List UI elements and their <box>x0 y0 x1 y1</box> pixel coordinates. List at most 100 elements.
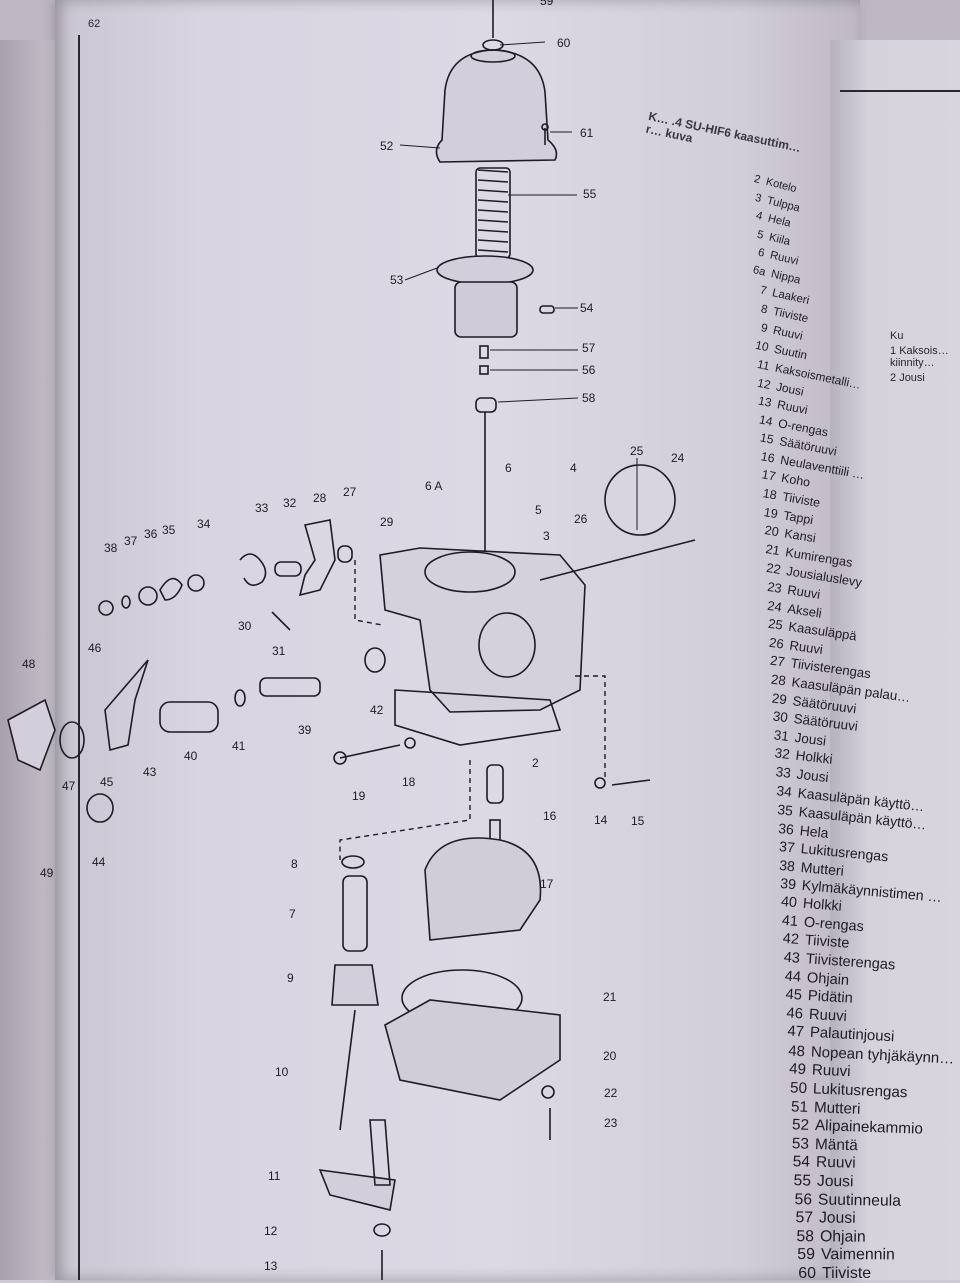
part-24-spindle <box>539 539 696 581</box>
part-52-rim <box>470 49 516 63</box>
callout-number: 12 <box>264 1224 278 1238</box>
part-34 <box>187 574 205 592</box>
venturi <box>478 612 536 678</box>
right-item-1: 1 Kaksois… kiinnity… <box>890 345 949 369</box>
part-53-piston-disc <box>436 255 534 285</box>
callout-number: 10 <box>275 1065 289 1079</box>
callout-number: 37 <box>124 534 138 548</box>
part-28 <box>298 519 336 597</box>
callout-number: 15 <box>631 814 645 828</box>
right-ku: Ku <box>890 330 904 342</box>
callout-number: 5 <box>535 503 542 517</box>
part-9 <box>331 964 379 1006</box>
callout-number: 60 <box>557 36 571 50</box>
body-top-bore <box>424 551 516 593</box>
part-12 <box>373 1223 391 1237</box>
part-53-piston-body <box>454 281 518 338</box>
callout-number: 36 <box>144 527 158 541</box>
part-30-screw <box>271 611 291 631</box>
part-17-float <box>424 837 542 941</box>
callout-number: 29 <box>380 515 394 529</box>
part-7 <box>342 875 368 952</box>
callout-number: 7 <box>289 907 296 921</box>
callout-number: 6 <box>505 461 512 475</box>
right-page <box>830 40 960 1280</box>
callout-number: 33 <box>255 501 269 515</box>
part-40 <box>159 701 219 733</box>
callout-number: 48 <box>22 657 36 671</box>
callout-number: 47 <box>62 779 76 793</box>
part-15 <box>611 779 651 786</box>
part-35 <box>159 577 183 601</box>
callout-number: 20 <box>603 1049 617 1063</box>
callout-number: 53 <box>390 273 404 287</box>
callout-number: 35 <box>162 523 176 537</box>
callout-number: 43 <box>143 765 157 779</box>
part-47 <box>59 721 85 759</box>
part-20-cover <box>384 999 561 1101</box>
part-11-bimetal <box>318 1169 396 1211</box>
part-55-spring <box>477 169 509 253</box>
callout-number: 28 <box>313 491 327 505</box>
part-27 <box>337 545 353 563</box>
callout-number: 58 <box>582 391 596 405</box>
callout-number: 40 <box>184 749 198 763</box>
part-33-spring <box>239 553 267 586</box>
callout-number: 44 <box>92 855 106 869</box>
callout-number: 52 <box>380 139 394 153</box>
part-54 <box>539 305 555 314</box>
part-36 <box>138 586 158 606</box>
part-25-throttle-disc <box>604 464 676 536</box>
callout-number: 2 <box>532 756 539 770</box>
callout-number: 59 <box>540 0 554 8</box>
callout-number: 22 <box>604 1086 618 1100</box>
callout-number: 34 <box>197 517 211 531</box>
part-52-vacuum-chamber <box>435 49 558 163</box>
part-32 <box>274 561 302 577</box>
part-39 <box>259 677 321 697</box>
callout-number: 55 <box>583 187 597 201</box>
callout-number: 24 <box>671 451 685 465</box>
callout-number: 57 <box>582 341 596 355</box>
callout-number: 49 <box>40 866 54 880</box>
callout-number: 8 <box>291 857 298 871</box>
part-38 <box>98 600 114 616</box>
part-22 <box>541 1085 555 1099</box>
part-37 <box>121 595 131 609</box>
callout-number: 25 <box>630 444 644 458</box>
right-page-fragment: Ku 1 Kaksois… kiinnity… 2 Jousi <box>890 330 960 387</box>
page-number: 62 <box>88 18 101 30</box>
callout-number: 39 <box>298 723 312 737</box>
callout-number: 27 <box>343 485 357 499</box>
float-chamber-flange <box>394 689 562 746</box>
callout-number: 38 <box>104 541 118 555</box>
callout-number: 11 <box>268 1169 281 1183</box>
callout-number: 32 <box>283 496 297 510</box>
callout-number: 42 <box>370 703 384 717</box>
callout-number: 61 <box>580 126 594 140</box>
callout-number: 19 <box>352 789 366 803</box>
callout-number: 31 <box>272 644 286 658</box>
right-item-2: 2 Jousi <box>890 372 925 384</box>
part-42 <box>364 647 386 673</box>
callout-number: 16 <box>543 809 557 823</box>
part-56 <box>479 365 489 375</box>
callout-number: 14 <box>594 813 608 827</box>
callout-number: 21 <box>603 990 617 1004</box>
part-16-valve <box>486 764 504 804</box>
callout-number: 46 <box>88 641 102 655</box>
callout-number: 13 <box>264 1259 278 1273</box>
part-45 <box>104 659 149 752</box>
part-48-lever <box>7 698 56 772</box>
right-figure-frame <box>840 90 960 322</box>
part-18 <box>404 737 416 749</box>
callout-number: 26 <box>574 512 588 526</box>
margin-rule <box>78 35 80 1280</box>
callout-number: 41 <box>232 739 246 753</box>
callout-number: 54 <box>580 301 594 315</box>
callout-number: 6 A <box>425 479 442 493</box>
part-58 <box>475 397 497 413</box>
callout-number: 56 <box>582 363 596 377</box>
